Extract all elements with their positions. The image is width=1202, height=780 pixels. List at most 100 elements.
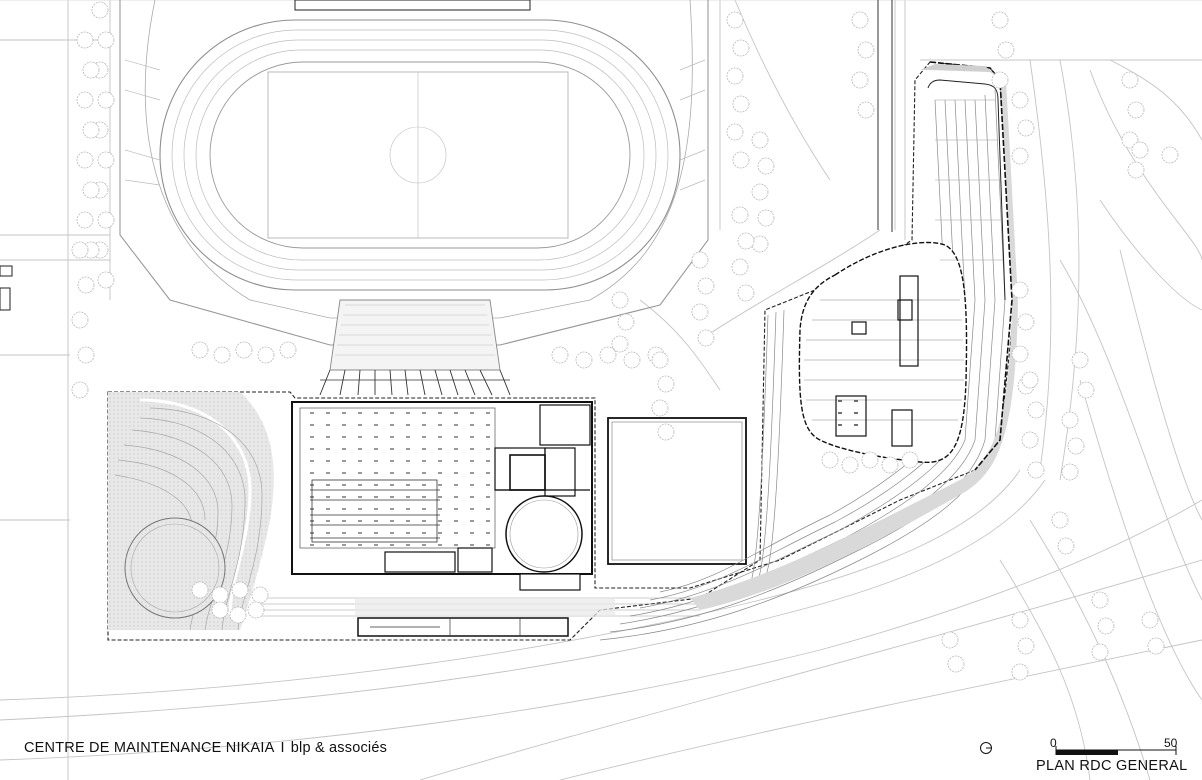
tree-symbol [731,206,749,224]
tree-symbol [1017,119,1035,137]
tree-symbol [1021,431,1039,449]
tree-symbol [279,341,297,359]
tree-symbol [1127,161,1145,179]
tree-symbol [737,284,755,302]
tree-symbol [1131,141,1149,159]
tree-symbol [1121,71,1139,89]
tree-symbol [851,71,869,89]
tree-symbol [691,303,709,321]
tree-symbol [731,258,749,276]
tree-symbol [599,346,617,364]
tree-symbol [1091,591,1109,609]
tree-symbol [76,91,94,109]
tree-symbol [737,232,755,250]
tree-symbol [71,241,89,259]
tree-symbol [97,151,115,169]
tree-symbol [1071,351,1089,369]
tree-symbol [191,341,209,359]
tree-symbol [1061,411,1079,429]
tree-symbol [191,581,209,599]
tree-symbol [857,41,875,59]
tree-symbol [257,346,275,364]
tree-symbol [623,351,641,369]
tree-symbol [1011,91,1029,109]
tree-symbol [213,346,231,364]
tree-symbol [941,631,959,649]
tree-symbol [551,346,569,364]
tree-symbol [97,211,115,229]
tree-symbol [235,341,253,359]
tree-symbol [751,235,769,253]
tree-symbol [1077,381,1095,399]
tree-symbol [1021,371,1039,389]
tree-symbol [1121,131,1139,149]
tree-symbol [97,31,115,49]
tree-symbol [821,451,839,469]
tree-symbol [1011,147,1029,165]
tree-symbol [901,451,919,469]
tree-symbol [751,131,769,149]
north-arrow-icon [980,742,992,754]
tree-symbol [97,271,115,289]
tree-symbol [1057,537,1075,555]
tree-symbol [726,67,744,85]
tree-symbol [76,211,94,229]
tree-symbol [732,151,750,169]
tree-symbol [651,351,669,369]
tree-symbol [247,601,265,619]
tree-symbol [751,183,769,201]
tree-symbol [726,11,744,29]
tree-symbol [1161,146,1179,164]
plan-title: PLAN RDC GENERAL [1036,758,1188,774]
tree-symbol [1027,401,1045,419]
tree-symbol [857,101,875,119]
tree-symbol [1011,345,1029,363]
tree-symbol [1127,101,1145,119]
tree-symbol [1011,663,1029,681]
tree-symbol [1141,611,1159,629]
tree-symbol [229,606,247,624]
tree-symbol [881,456,899,474]
trees [71,1,1179,681]
tree-symbol [757,209,775,227]
tree-symbol [91,1,109,19]
architect-name: blp & associés [290,740,388,756]
tree-symbol [732,39,750,57]
tree-symbol [251,586,269,604]
tree-symbol [71,381,89,399]
tree-symbol [611,335,629,353]
tree-symbol [1091,643,1109,661]
tree-symbol [97,91,115,109]
tree-symbol [611,291,629,309]
scale-end-label: 50 [1164,736,1178,750]
tree-symbol [991,71,1009,89]
tree-symbol [211,586,229,604]
maintenance-site [107,61,1018,641]
tree-symbol [657,423,675,441]
tree-symbol [76,31,94,49]
tree-symbol [851,11,869,29]
tree-symbol [77,276,95,294]
tree-symbol [231,581,249,599]
tree-symbol [697,277,715,295]
tree-symbol [1027,461,1045,479]
tree-symbol [697,329,715,347]
scale-start-label: 0 [1050,736,1057,750]
tree-symbol [82,181,100,199]
tree-symbol [657,375,675,393]
tree-symbol [1061,463,1079,481]
tree-symbol [757,157,775,175]
tree-symbol [947,655,965,673]
tree-symbol [991,11,1009,29]
tree-symbol [82,61,100,79]
left-edge-buildings [0,265,13,311]
tree-symbol [1011,281,1029,299]
tree-symbol [726,123,744,141]
tree-symbol [841,456,859,474]
tree-symbol [1147,637,1165,655]
tree-symbol [76,151,94,169]
tree-symbol [1011,611,1029,629]
project-name: CENTRE DE MAINTENANCE NIKAIA [24,740,275,756]
